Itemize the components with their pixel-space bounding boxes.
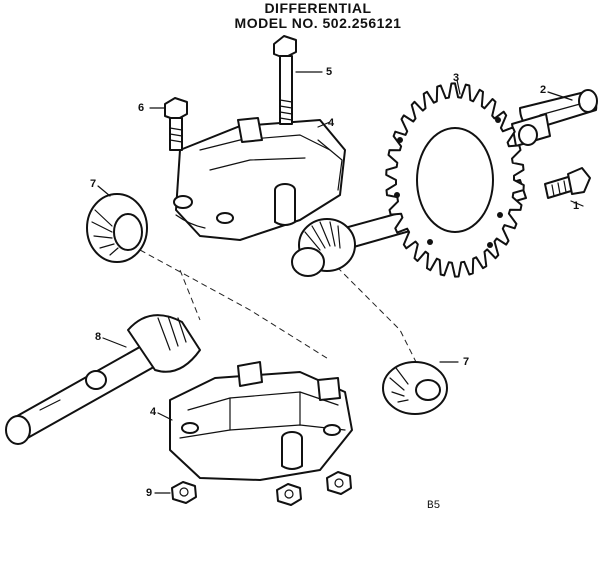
assembly-guide-lines (139, 249, 421, 371)
nut-right (326, 471, 352, 495)
figure-code: B5 (427, 500, 441, 512)
bolt-1 (544, 167, 591, 199)
bevel-gear-right (382, 361, 448, 415)
bevel-gear-left (86, 193, 148, 263)
axle-shaft-upper (491, 89, 598, 147)
nut-9-left (171, 481, 197, 504)
callout-6: 6 (138, 102, 145, 114)
callout-1: 1 (573, 200, 580, 212)
sprocket (385, 82, 525, 278)
model-number: MODEL NO. 502.256121 (234, 15, 402, 31)
bolt-6 (164, 97, 188, 151)
callout-3: 3 (453, 72, 460, 84)
nut-center (276, 483, 302, 506)
bolt-5 (273, 35, 297, 125)
lower-gear-housing (169, 361, 353, 481)
callout-4-lower: 4 (150, 406, 157, 418)
callout-2: 2 (540, 84, 547, 96)
callout-7-right: 7 (463, 356, 470, 368)
upper-gear-housing (173, 117, 346, 241)
callout-5: 5 (326, 66, 333, 78)
callout-9: 9 (146, 487, 153, 499)
diagram-title: DIFFERENTIAL (264, 0, 372, 16)
callout-7-left: 7 (90, 178, 97, 190)
callout-8: 8 (95, 331, 102, 343)
bevel-gear-on-shaft (291, 218, 356, 277)
callout-4-upper: 4 (328, 117, 335, 129)
callout-leader-lines (97, 71, 584, 494)
lower-shaft (5, 314, 201, 445)
